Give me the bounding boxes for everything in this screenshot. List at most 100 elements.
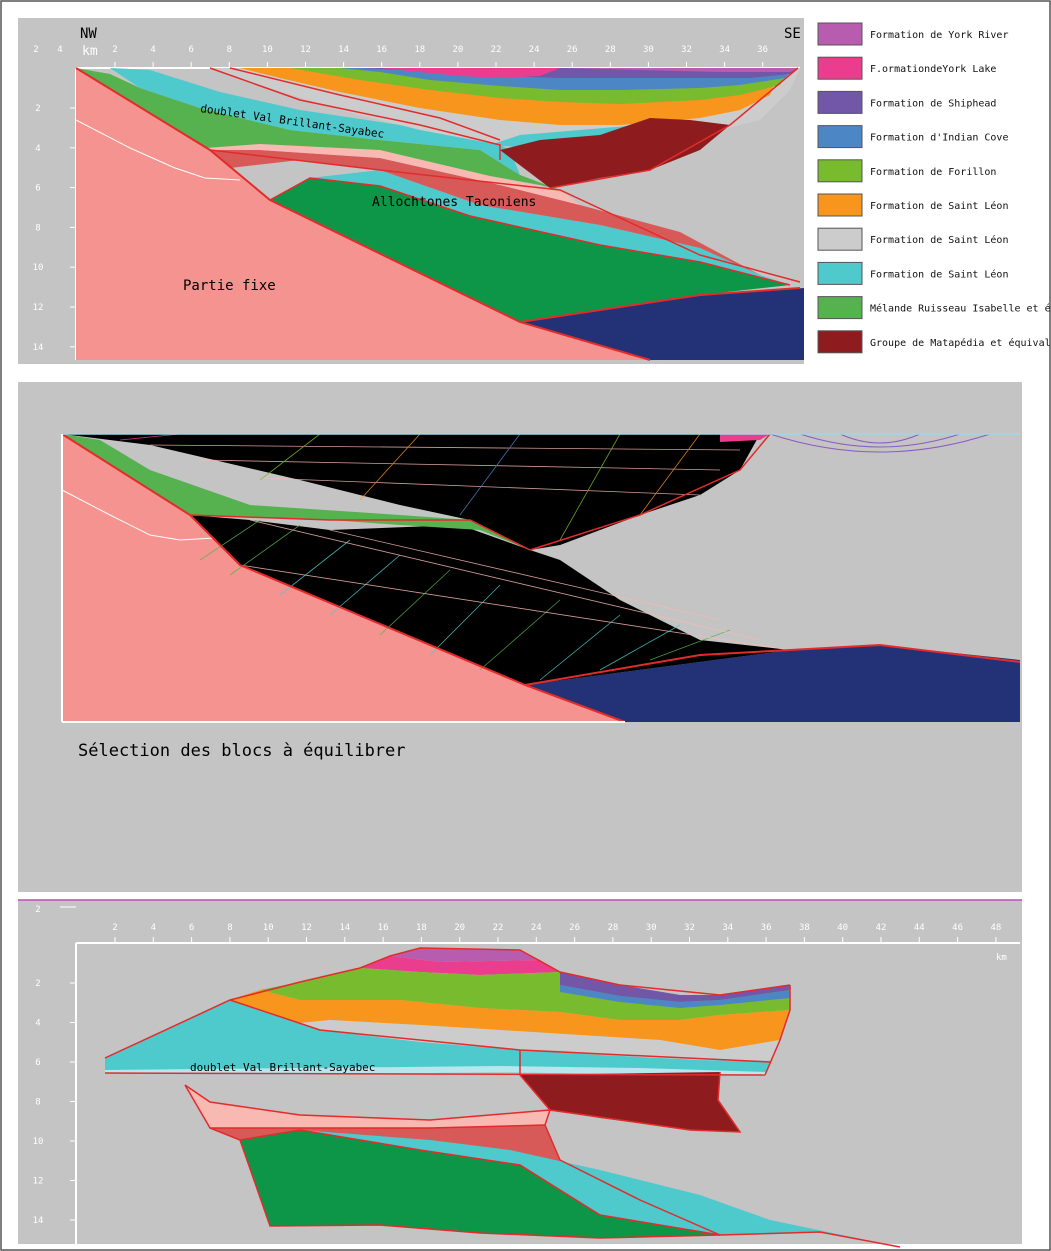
middle-caption: Sélection des blocs à équilibrer: [78, 741, 406, 761]
legend-swatch: [817, 330, 863, 354]
bottom-v-tick-label: 6: [35, 1058, 40, 1068]
legend-swatch: [817, 261, 863, 285]
bottom-h-tick-label: 46: [952, 923, 963, 933]
top-h-tick-label: 8: [227, 45, 232, 55]
legend-swatch: [817, 90, 863, 114]
bottom-h-tick-label: 42: [876, 923, 887, 933]
top-v-tick-label: 2: [35, 104, 40, 114]
middle-fixe: [62, 434, 625, 722]
bottom-unit-label: km: [996, 953, 1007, 963]
bottom-h-tick-label: 10: [263, 923, 274, 933]
middle-navy: [525, 645, 1020, 722]
top-v-tick-label: 6: [35, 184, 40, 194]
bottom-h-tick-label: 18: [416, 923, 427, 933]
top-horizontal-ruler: [18, 18, 804, 68]
top-h-tick-label: 18: [414, 45, 425, 55]
middle-cross-section: Sélection des blocs à équilibrer: [18, 382, 1022, 892]
legend-swatch: [817, 193, 863, 217]
bottom-h-tick-label: 32: [684, 923, 695, 933]
legend-swatch: [817, 22, 863, 46]
middle-hatched-block: [190, 515, 790, 685]
bottom-h-tick-label: 22: [493, 923, 504, 933]
legend-label: Groupe de Matapédia et équivalents: [870, 337, 1051, 349]
dir-label-nw: NW: [80, 26, 97, 42]
top-h-tick-label: 22: [491, 45, 502, 55]
top-cross-section: NW SE km doublet Val Brillant-Sayabec Al…: [18, 18, 804, 364]
partie-fixe-label: Partie fixe: [183, 278, 276, 294]
bottom-matapedia-block: [520, 1072, 740, 1132]
top-h-tick-label: 6: [188, 45, 193, 55]
top-h-tick-label: 10: [262, 45, 273, 55]
top-v-tick-label: 8: [35, 223, 40, 233]
top-v-tick-label: 4: [35, 144, 40, 154]
legend-swatch: [817, 56, 863, 80]
bottom-h-tick-label: 2: [112, 923, 117, 933]
legend-label: Formation d'Indian Cove: [870, 133, 1008, 144]
green-melange: [76, 68, 560, 190]
top-h-tick-label: 28: [605, 45, 616, 55]
bottom-v-tick-label: 14: [33, 1216, 44, 1226]
top-h-tick-label: 12: [300, 45, 311, 55]
top-h-tick-label: 2: [112, 45, 117, 55]
top-h-tick-label: 4: [57, 45, 62, 55]
bottom-h-tick-label: 12: [301, 923, 312, 933]
top-h-tick-label: 4: [150, 45, 155, 55]
bottom-h-tick-label: 30: [646, 923, 657, 933]
bottom-h-tick-label: 36: [761, 923, 772, 933]
legend-label: Formation de Forillon: [870, 167, 996, 178]
legend-label: Formation de Saint Léon: [870, 268, 1008, 280]
bottom-h-tick-label: 24: [531, 923, 542, 933]
bottom-top-tick-label: 2: [35, 905, 40, 915]
bottom-h-tick-label: 4: [151, 923, 156, 933]
bottom-h-tick-label: 16: [378, 923, 389, 933]
top-h-tick-label: 24: [529, 45, 540, 55]
legend-label: F.ormationdeYork Lake: [870, 64, 996, 75]
middle-upper-hatched: [62, 434, 760, 550]
legend-label: Formation de Saint Léon: [870, 234, 1008, 246]
top-h-tick-label: 26: [567, 45, 578, 55]
bottom-h-tick-label: 26: [569, 923, 580, 933]
unit-label-km: km: [82, 44, 98, 59]
bottom-h-tick-label: 34: [722, 923, 733, 933]
top-h-tick-label: 34: [719, 45, 730, 55]
bottom-h-tick-label: 20: [454, 923, 465, 933]
bottom-h-tick-label: 38: [799, 923, 810, 933]
bottom-upper-layers: [260, 968, 790, 1020]
bottom-h-tick-label: 44: [914, 923, 925, 933]
bottom-green-block: [240, 1130, 720, 1238]
top-h-tick-label: 14: [338, 45, 349, 55]
legend-swatch: [817, 227, 863, 251]
bottom-doublet-band: [105, 1000, 770, 1075]
legend-swatch: [817, 296, 863, 320]
top-h-tick-label: 30: [643, 45, 654, 55]
bottom-h-tick-label: 14: [339, 923, 350, 933]
legend-label: Formation de York River: [870, 30, 1008, 41]
top-v-tick-label: 14: [33, 343, 44, 353]
top-h-tick-label: 32: [681, 45, 692, 55]
bottom-cross-section: km doublet Val Brillant-Sayabec: [18, 899, 1022, 1248]
bottom-h-tick-label: 6: [189, 923, 194, 933]
top-h-tick-label: 20: [452, 45, 463, 55]
bottom-v-tick-label: 10: [33, 1137, 44, 1147]
top-v-tick-label: 10: [33, 263, 44, 273]
top-vertical-ruler: [18, 68, 76, 364]
top-h-tick-label: 16: [376, 45, 387, 55]
bottom-h-tick-label: 48: [990, 923, 1001, 933]
dir-label-se: SE: [784, 26, 801, 42]
legend-swatch: [817, 125, 863, 149]
bottom-h-tick-label: 8: [227, 923, 232, 933]
bottom-doublet-label: doublet Val Brillant-Sayabec: [190, 1061, 375, 1074]
legend-label: Formation de Shiphead: [870, 98, 996, 109]
allochtones-label: Allochtones Taconiens: [372, 195, 536, 210]
legend-swatch: [817, 159, 863, 183]
green-allochtone: [270, 178, 790, 322]
legend-label: Formation de Saint Léon: [870, 200, 1008, 212]
matapedia-block: [500, 118, 730, 188]
bottom-h-tick-label: 28: [607, 923, 618, 933]
bottom-h-tick-label: 40: [837, 923, 848, 933]
top-h-tick-label: 2: [33, 45, 38, 55]
bottom-v-tick-label: 4: [35, 1019, 40, 1029]
legend-label: Mélande Ruisseau Isabelle et équivalents: [870, 303, 1051, 315]
bottom-v-tick-label: 12: [33, 1177, 44, 1187]
